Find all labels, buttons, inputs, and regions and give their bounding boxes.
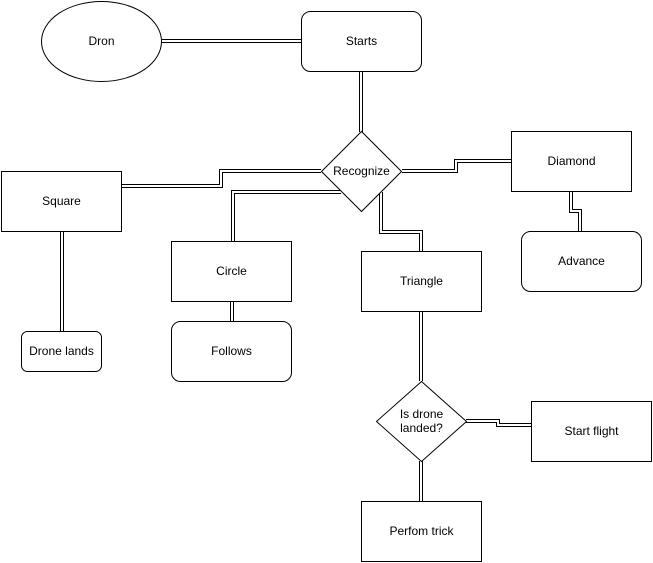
node-drone-lands: Drone lands — [21, 331, 102, 372]
edge-diamond-advance — [569, 191, 582, 232]
node-is-drone-landed-label-line1: Is drone — [400, 407, 444, 421]
node-starts: Starts — [301, 11, 422, 72]
node-start-flight: Start flight — [531, 401, 652, 462]
node-recognize-label: Recognize — [333, 164, 390, 178]
node-starts-label: Starts — [346, 34, 377, 48]
node-is-drone-landed-label-line2: landed? — [400, 421, 443, 435]
node-circle-label: Circle — [216, 264, 247, 278]
node-advance: Advance — [521, 231, 642, 292]
node-follows-label: Follows — [211, 344, 252, 358]
node-is-drone-landed-decision: Is drone landed? — [375, 380, 468, 463]
node-start-flight-label: Start flight — [564, 424, 619, 438]
node-square: Square — [1, 171, 122, 232]
node-perform-trick-label: Perfom trick — [389, 524, 454, 538]
node-dron: Dron — [41, 1, 162, 82]
node-drone-lands-label: Drone lands — [29, 344, 94, 358]
node-follows: Follows — [171, 321, 292, 382]
node-circle: Circle — [171, 241, 292, 302]
edge-recognize-square — [122, 169, 321, 188]
node-advance-label: Advance — [558, 254, 605, 268]
node-diamond-label: Diamond — [547, 154, 595, 168]
node-dron-label: Dron — [88, 34, 114, 48]
edge-recognize-triangle — [379, 192, 423, 251]
node-recognize-decision: Recognize — [320, 130, 403, 213]
node-perform-trick: Perfom trick — [361, 501, 482, 562]
edge-recognize-circle — [231, 190, 341, 241]
node-square-label: Square — [42, 194, 81, 208]
node-diamond: Diamond — [511, 131, 632, 192]
node-triangle: Triangle — [361, 251, 482, 312]
connectors — [60, 39, 582, 501]
edge-recognize-diamond — [402, 159, 511, 173]
edge-decision-startflight — [466, 419, 531, 427]
node-triangle-label: Triangle — [400, 274, 443, 288]
